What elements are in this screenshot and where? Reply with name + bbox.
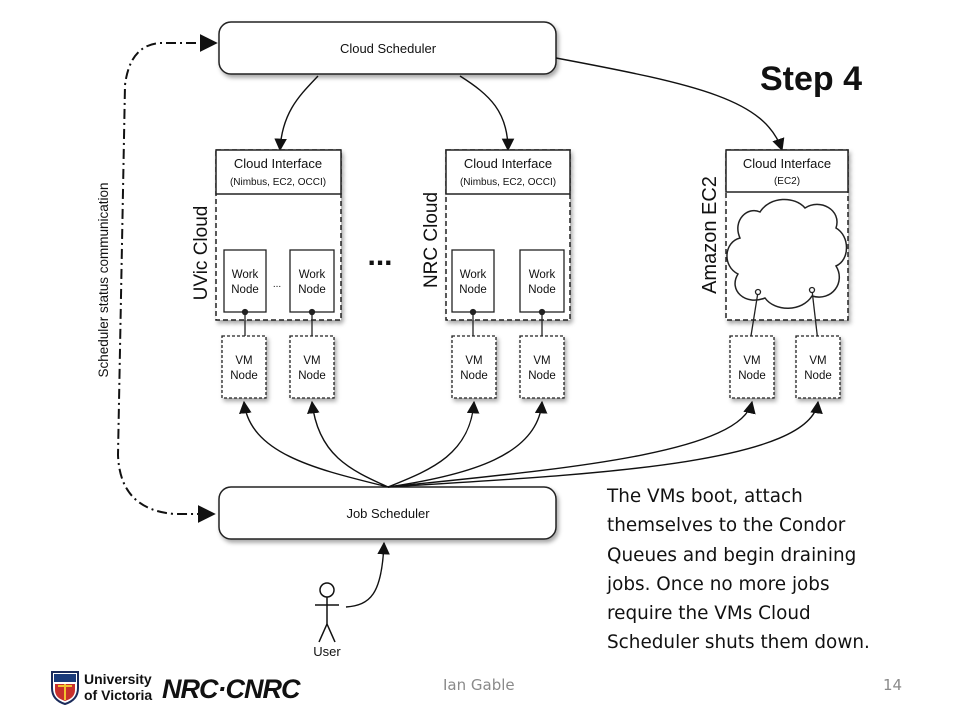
uvic-work-dots: ... xyxy=(273,279,281,290)
nrc-cloud-label: NRC Cloud xyxy=(421,192,442,288)
cloud-scheduler-box: Cloud Scheduler xyxy=(218,21,557,75)
ec2-cloud-shape xyxy=(726,198,848,309)
job-to-vm-arrows xyxy=(239,400,823,488)
uvic-work-node-2-line2: Node xyxy=(298,284,326,296)
arrow-scheduler-to-uvic xyxy=(274,75,319,152)
nrc-work-node-1-line2: Node xyxy=(459,284,487,296)
uvic-crest-icon xyxy=(51,671,79,706)
ec2-cloud-label: Amazon EC2 xyxy=(699,176,721,294)
uvic-name: University of Victoria xyxy=(84,671,152,703)
user-to-job-arrow xyxy=(345,541,390,608)
ec2-vm-node-2-line2: Node xyxy=(804,370,832,382)
amazon-ec2-cloud: Cloud Interface (EC2) Amazon EC2 xyxy=(699,149,849,321)
uvic-vm-node-1-line2: Node xyxy=(230,370,258,382)
uvic-work-node-1-line2: Node xyxy=(231,284,259,296)
nrc-work-node-2-line1: Work xyxy=(529,269,556,281)
nrc-cloud: Cloud Interface (Nimbus, EC2, OCCI) NRC … xyxy=(421,149,571,321)
nrc-vm-node-2-line2: Node xyxy=(528,370,556,382)
nrc-interface-sub: (Nimbus, EC2, OCCI) xyxy=(460,177,556,188)
caption: The VMs boot, attach themselves to the C… xyxy=(607,482,927,658)
uvic-interface-sub: (Nimbus, EC2, OCCI) xyxy=(230,177,326,188)
uvic-work-node-1-line1: Work xyxy=(232,269,259,281)
nrc-work-node-2-line2: Node xyxy=(528,284,556,296)
caption-line: The VMs boot, attach xyxy=(607,486,803,507)
ec2-vm-node-1-line2: Node xyxy=(738,370,766,382)
caption-line: themselves to the Condor xyxy=(607,515,846,537)
nrc-logo: NRC·CNRC xyxy=(162,674,300,704)
user-figure xyxy=(315,582,339,643)
uvic-cloud-label: UVic Cloud xyxy=(191,206,212,301)
ec2-vm-node-2-line1: VM xyxy=(809,355,826,367)
arrow-scheduler-to-ec2 xyxy=(555,57,785,152)
arrow-scheduler-to-nrc xyxy=(459,75,515,152)
caption-line: Scheduler shuts them down. xyxy=(607,632,870,654)
status-comm-label: Scheduler status communication xyxy=(96,182,111,377)
footer-author: Ian Gable xyxy=(443,676,515,694)
job-scheduler-label: Job Scheduler xyxy=(346,506,430,521)
cloud-scheduler-label: Cloud Scheduler xyxy=(340,41,437,56)
user-label: User xyxy=(313,644,341,659)
caption-line: jobs. Once no more jobs xyxy=(607,573,830,595)
ec2-vm-node-1-line1: VM xyxy=(743,355,760,367)
caption-line: Queues and begin draining xyxy=(607,544,857,566)
step-title: Step 4 xyxy=(760,60,863,98)
uvic-line2: of Victoria xyxy=(84,687,153,703)
nrc-work-node-1-line1: Work xyxy=(460,269,487,281)
uvic-vm-node-2-line1: VM xyxy=(303,355,320,367)
uvic-interface-title: Cloud Interface xyxy=(234,156,322,171)
job-scheduler-box: Job Scheduler xyxy=(218,486,557,540)
vm-nodes: VM Node VM Node VM Node VM Node VM Node … xyxy=(221,335,841,399)
caption-line: require the VMs Cloud xyxy=(607,603,811,625)
ec2-interface-sub: (EC2) xyxy=(774,176,800,187)
nrc-vm-node-1-line1: VM xyxy=(465,355,482,367)
status-comm-line xyxy=(116,34,218,523)
clouds-ellipsis: ... xyxy=(367,239,392,272)
uvic-cloud: Cloud Interface (Nimbus, EC2, OCCI) UVic… xyxy=(191,149,342,321)
uvic-work-node-2-line1: Work xyxy=(299,269,326,281)
nrc-vm-node-1-line2: Node xyxy=(460,370,488,382)
uvic-vm-node-2-line2: Node xyxy=(298,370,326,382)
page-number: 14 xyxy=(883,676,903,694)
ec2-interface-title: Cloud Interface xyxy=(743,156,831,171)
uvic-vm-node-1-line1: VM xyxy=(235,355,252,367)
uvic-line1: University xyxy=(84,671,152,687)
nrc-interface-title: Cloud Interface xyxy=(464,156,552,171)
nrc-vm-node-2-line1: VM xyxy=(533,355,550,367)
